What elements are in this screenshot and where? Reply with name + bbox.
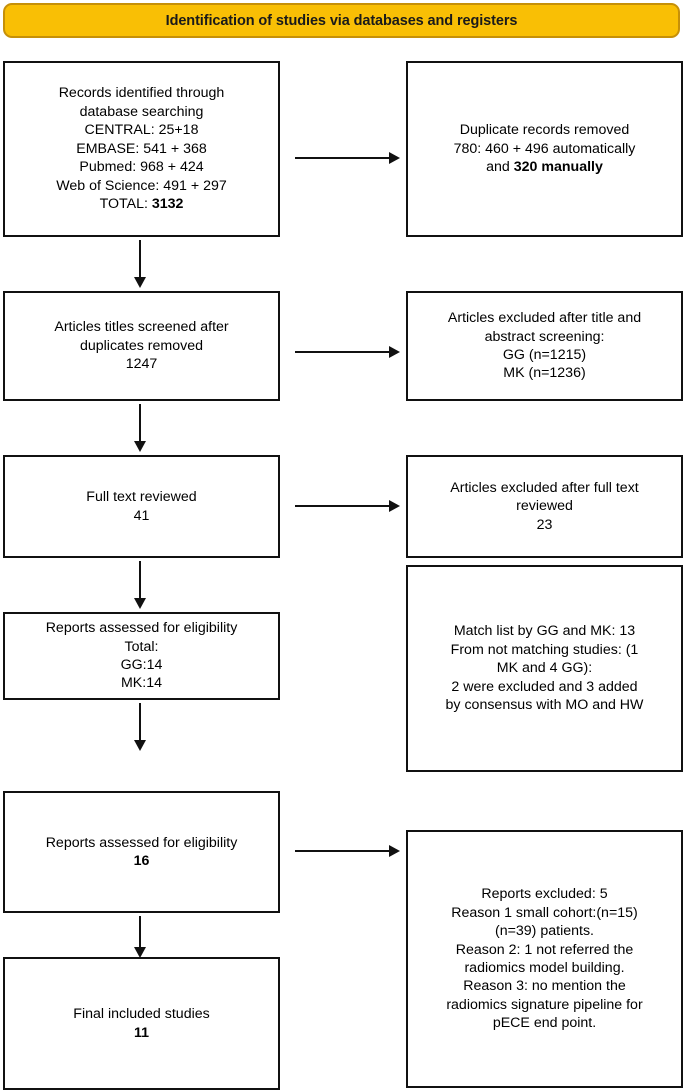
arrow-fulltext-to-eligibility-total	[134, 561, 147, 609]
arrow-fulltext-to-excluded-fulltext	[295, 500, 400, 513]
identification-header-banner: Identification of studies via databases …	[3, 3, 680, 38]
box-titles-screened: Articles titles screened after duplicate…	[3, 291, 280, 401]
box-reports-assessed-sixteen-text: Reports assessed for eligibility 16	[45, 834, 238, 869]
arrow-records-to-duplicates	[295, 152, 400, 165]
header-title: Identification of studies via databases …	[165, 12, 518, 29]
box-final-included-studies: Final included studies 11	[3, 957, 280, 1090]
arrow-screened-to-excluded-abstract	[295, 346, 400, 359]
arrow-screened-to-fulltext	[134, 404, 147, 452]
arrow-eligibility-total-to-sixteen	[134, 703, 147, 751]
box-duplicate-records-removed: Duplicate records removed 780: 460 + 496…	[406, 61, 683, 237]
box-excluded-title-abstract: Articles excluded after title and abstra…	[406, 291, 683, 401]
box-match-list-consensus-text: Match list by GG and MK: 13 From not mat…	[445, 623, 644, 714]
box-titles-screened-text: Articles titles screened after duplicate…	[54, 319, 229, 373]
box-records-identified-text: Records identified through database sear…	[56, 85, 227, 213]
arrow-sixteen-to-reports-excluded	[295, 845, 400, 858]
box-excluded-title-abstract-text: Articles excluded after title and abstra…	[447, 310, 642, 382]
arrow-records-to-screened	[134, 240, 147, 288]
box-excluded-full-text-text: Articles excluded after full text review…	[450, 479, 639, 533]
box-records-identified: Records identified through database sear…	[3, 61, 280, 237]
box-full-text-reviewed-text: Full text reviewed 41	[86, 489, 197, 524]
box-full-text-reviewed: Full text reviewed 41	[3, 455, 280, 558]
box-match-list-consensus: Match list by GG and MK: 13 From not mat…	[406, 565, 683, 772]
box-reports-excluded-reasons-text: Reports excluded: 5 Reason 1 small cohor…	[446, 886, 643, 1032]
box-reports-assessed-total: Reports assessed for eligibility Total: …	[3, 612, 280, 700]
box-duplicate-records-removed-text: Duplicate records removed 780: 460 + 496…	[453, 122, 636, 176]
box-reports-assessed-sixteen: Reports assessed for eligibility 16	[3, 791, 280, 913]
box-reports-assessed-total-text: Reports assessed for eligibility Total: …	[45, 620, 238, 692]
box-final-included-studies-text: Final included studies 11	[73, 1006, 210, 1041]
arrow-sixteen-to-final-included	[134, 916, 147, 958]
box-excluded-full-text: Articles excluded after full text review…	[406, 455, 683, 558]
box-reports-excluded-reasons: Reports excluded: 5 Reason 1 small cohor…	[406, 830, 683, 1088]
